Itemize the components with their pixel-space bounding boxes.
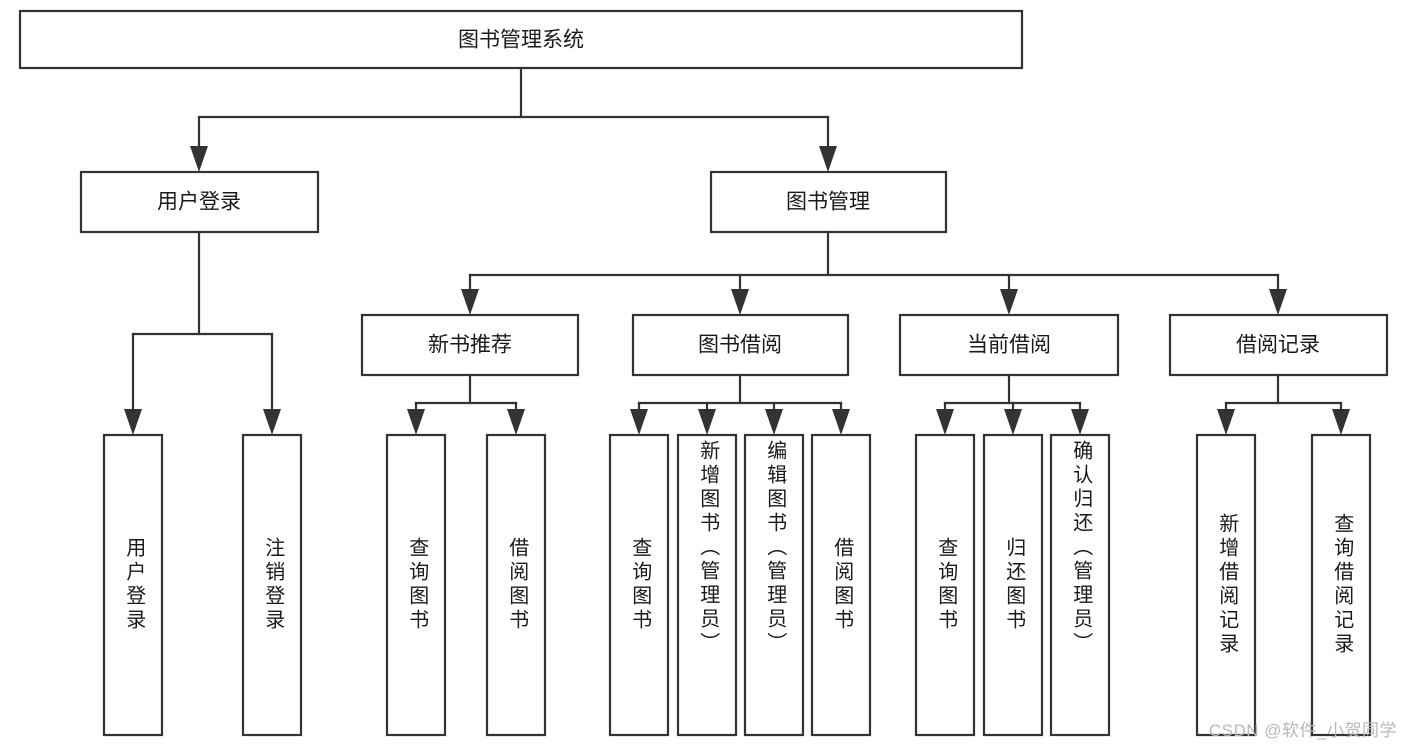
node-leaf-add-book[interactable] bbox=[676, 433, 738, 737]
arrowhead-user-login bbox=[190, 146, 208, 172]
node-leaf-borrow-book-1[interactable] bbox=[485, 433, 547, 737]
arrowhead-book-management bbox=[819, 146, 837, 172]
node-leaf-confirm-return[interactable] bbox=[1049, 433, 1111, 737]
node-leaf-query-book-1[interactable] bbox=[385, 433, 447, 737]
arrowhead-leaf-borrow-book-2 bbox=[832, 409, 850, 435]
arrowhead-borrow-record bbox=[1269, 289, 1287, 315]
arrowhead-leaf-logout-login bbox=[263, 409, 281, 435]
node-leaf-user-login[interactable] bbox=[102, 433, 164, 737]
arrowhead-book-borrow bbox=[731, 289, 749, 315]
node-leaf-query-book-3[interactable] bbox=[914, 433, 976, 737]
arrowhead-leaf-confirm-return bbox=[1071, 409, 1089, 435]
arrowhead-leaf-add-borrow-record bbox=[1217, 409, 1235, 435]
arrowhead-leaf-borrow-book-1 bbox=[507, 409, 525, 435]
node-leaf-edit-book[interactable] bbox=[743, 433, 805, 737]
node-leaf-return-book[interactable] bbox=[982, 433, 1044, 737]
label-book-borrow: 图书借阅 bbox=[698, 334, 782, 357]
node-leaf-add-borrow-record[interactable] bbox=[1195, 433, 1257, 737]
arrowhead-current-borrow bbox=[1000, 289, 1018, 315]
arrowhead-leaf-user-login bbox=[124, 409, 142, 435]
node-leaf-logout-login[interactable] bbox=[241, 433, 303, 737]
node-book-management-system[interactable] bbox=[18, 9, 1024, 70]
label-book-management-system: 图书管理系统 bbox=[458, 29, 584, 52]
arrowhead-leaf-add-book bbox=[698, 409, 716, 435]
arrowhead-leaf-return-book bbox=[1004, 409, 1022, 435]
label-book-management: 图书管理 bbox=[786, 191, 870, 214]
label-user-login: 用户登录 bbox=[157, 191, 241, 214]
arrowhead-new-book-recommend bbox=[461, 289, 479, 315]
node-new-book-recommend[interactable] bbox=[360, 313, 580, 377]
label-borrow-record: 借阅记录 bbox=[1236, 334, 1320, 357]
label-current-borrow: 当前借阅 bbox=[967, 334, 1051, 357]
arrowhead-leaf-edit-book bbox=[765, 409, 783, 435]
node-current-borrow[interactable] bbox=[898, 313, 1120, 377]
node-leaf-query-borrow-record[interactable] bbox=[1310, 433, 1372, 737]
node-leaf-query-book-2[interactable] bbox=[608, 433, 670, 737]
label-new-book-recommend: 新书推荐 bbox=[428, 334, 512, 357]
arrowhead-leaf-query-borrow-record bbox=[1332, 409, 1350, 435]
arrowhead-leaf-query-book-2 bbox=[630, 409, 648, 435]
node-leaf-borrow-book-2[interactable] bbox=[810, 433, 872, 737]
arrowhead-leaf-query-book-1 bbox=[407, 409, 425, 435]
node-user-login[interactable] bbox=[79, 170, 320, 234]
arrowhead-leaf-query-book-3 bbox=[936, 409, 954, 435]
